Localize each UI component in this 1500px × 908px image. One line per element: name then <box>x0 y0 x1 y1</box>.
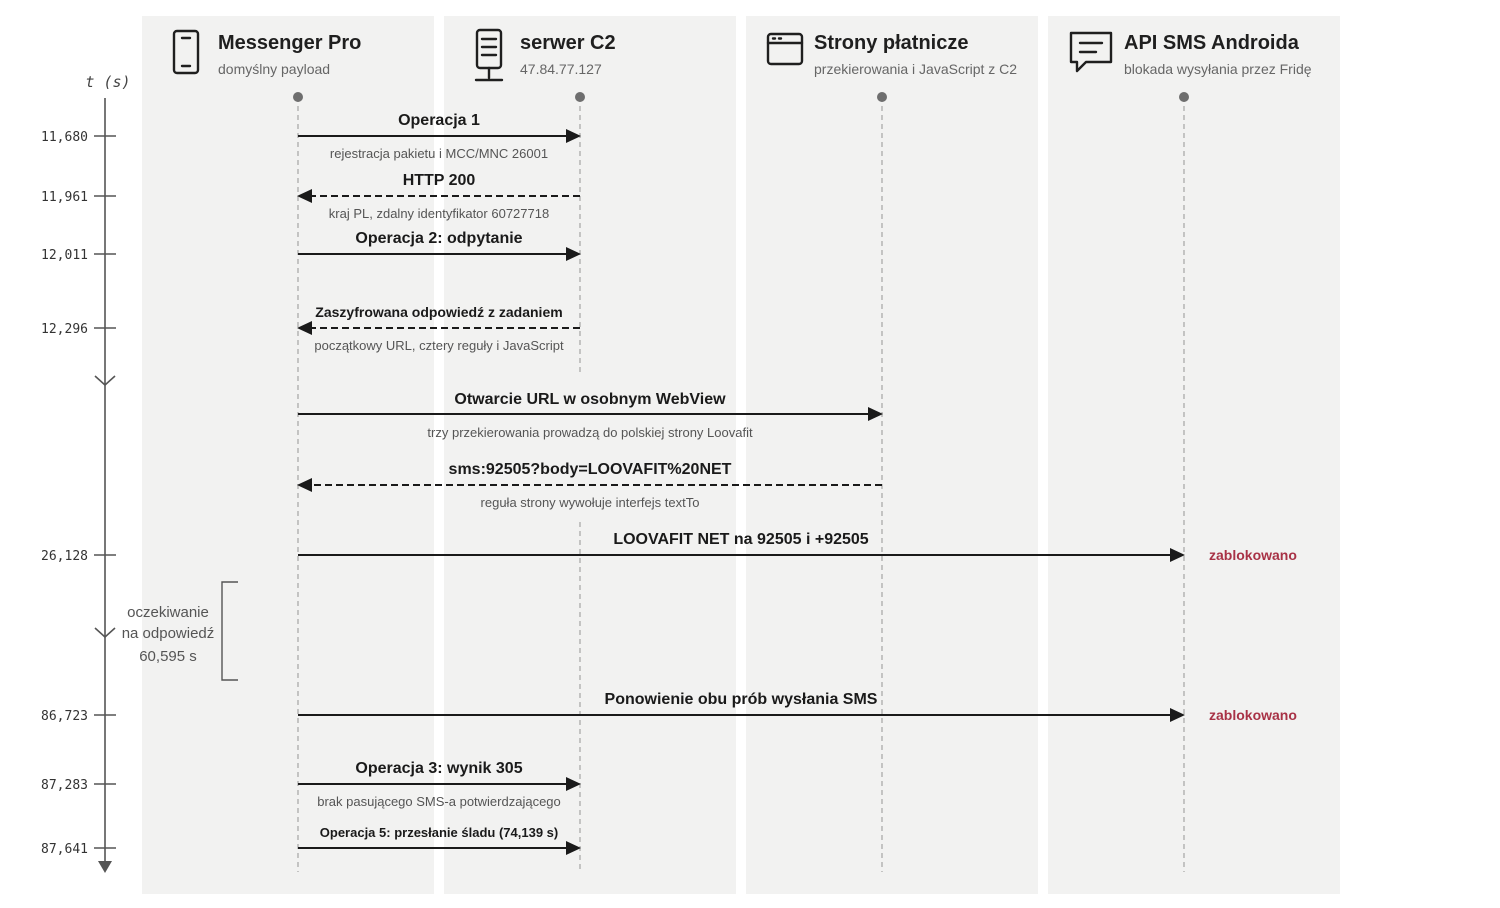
message-note: trzy przekierowania prowadzą do polskiej… <box>427 425 753 440</box>
participant-title-c2: serwer C2 <box>520 32 616 54</box>
message-arrow: LOOVAFIT NET na 92505 i +92505 zablokowan… <box>298 531 1297 563</box>
chat-bubble-icon <box>1069 31 1113 73</box>
message-arrow: Otwarcie URL w osobnym WebView trzy przek… <box>298 391 883 440</box>
message-arrow: HTTP 200 kraj PL, zdalny identyfikator 60… <box>297 172 580 221</box>
message-arrow: Operacja 1 rejestracja pakietu i MCC/MNC … <box>298 112 581 161</box>
phone-icon <box>172 29 200 75</box>
time-axis-tick-label: 86,723 <box>41 709 88 724</box>
message-arrow: Operacja 3: wynik 305 brak pasującego SMS… <box>298 760 581 809</box>
blocked-status-label: zablokowano <box>1209 707 1297 723</box>
lifeline-start-dot-app <box>293 92 303 102</box>
wait-label-line: na odpowiedź <box>122 625 215 642</box>
message-note: początkowy URL, cztery reguły i JavaScri… <box>314 338 564 353</box>
participant-title-app: Messenger Pro <box>218 32 361 54</box>
message-arrowhead <box>297 189 312 203</box>
blocked-status-label: zablokowano <box>1209 547 1297 563</box>
participant-title-pages: Strony płatnicze <box>814 32 968 54</box>
message-arrowhead <box>566 129 581 143</box>
participant-subtitle-c2: 47.84.77.127 <box>520 61 602 77</box>
time-axis-ticks: 11,680 11,961 12,011 12,296 26,128 86,723 87,2… <box>41 130 116 857</box>
message-arrowhead <box>1170 708 1185 722</box>
time-axis-title: t (s) <box>85 73 130 91</box>
participant-title-sms: API SMS Androida <box>1124 32 1300 54</box>
time-axis-tick-label: 11,680 <box>41 130 88 145</box>
wait-duration-label: 60,595 s <box>139 648 197 665</box>
message-arrowhead <box>297 478 312 492</box>
message-label: Ponowienie obu prób wysłania SMS <box>605 691 878 708</box>
time-axis-tick-label: 87,283 <box>41 778 88 793</box>
message-arrow: sms:92505?body=LOOVAFIT%20NET reguła stro… <box>297 461 882 510</box>
message-label: Zaszyfrowana odpowiedź z zadaniem <box>315 304 562 320</box>
message-label: Operacja 1 <box>398 112 480 129</box>
message-arrowhead <box>566 247 581 261</box>
time-axis-break-marker <box>94 375 116 387</box>
message-arrowhead <box>297 321 312 335</box>
lane-background-pages <box>746 16 1038 894</box>
message-note: brak pasującego SMS-a potwierdzającego <box>317 794 561 809</box>
message-arrow: Operacja 2: odpytanie <box>298 230 581 261</box>
lane-background-sms <box>1048 16 1340 894</box>
participant-subtitle-pages: przekierowania i JavaScript z C2 <box>814 61 1017 77</box>
wait-bracket <box>221 581 238 681</box>
message-label: HTTP 200 <box>403 172 476 189</box>
message-label: sms:92505?body=LOOVAFIT%20NET <box>449 461 732 478</box>
lifeline-start-dot-sms <box>1179 92 1189 102</box>
message-arrowhead <box>868 407 883 421</box>
messages: Operacja 1 rejestracja pakietu i MCC/MNC … <box>297 112 1297 855</box>
message-label: Operacja 3: wynik 305 <box>355 760 522 777</box>
participant-subtitle-app: domyślny payload <box>218 61 330 77</box>
server-icon <box>474 28 504 82</box>
wait-label-line: oczekiwanie <box>127 604 209 621</box>
time-axis-tick-label: 12,296 <box>41 322 88 337</box>
message-arrowhead <box>566 777 581 791</box>
message-note: rejestracja pakietu i MCC/MNC 26001 <box>330 146 548 161</box>
lifeline-start-dot-c2 <box>575 92 585 102</box>
browser-window-icon <box>766 32 804 66</box>
time-axis-tick-label: 26,128 <box>41 549 88 564</box>
message-note: reguła strony wywołuje interfejs textTo <box>481 495 700 510</box>
lane-background-app <box>142 16 434 894</box>
lane-background-c2 <box>444 16 736 894</box>
time-axis-break-marker <box>94 627 116 639</box>
message-label: Operacja 5: przesłanie śladu (74,139 s) <box>320 825 558 840</box>
time-axis-tick-label: 12,011 <box>41 248 88 263</box>
message-label: Otwarcie URL w osobnym WebView <box>454 391 726 408</box>
participant-subtitle-sms: blokada wysyłania przez Fridę <box>1124 61 1312 77</box>
time-axis-tick-label: 11,961 <box>41 190 88 205</box>
message-note: kraj PL, zdalny identyfikator 60727718 <box>329 206 549 221</box>
message-arrowhead <box>566 841 581 855</box>
message-label: LOOVAFIT NET na 92505 i +92505 <box>613 531 868 548</box>
message-arrowhead <box>1170 548 1185 562</box>
lifeline-start-dot-pages <box>877 92 887 102</box>
message-label: Operacja 2: odpytanie <box>355 230 522 247</box>
message-arrow: Operacja 5: przesłanie śladu (74,139 s) <box>298 825 581 855</box>
time-axis-arrowhead <box>98 861 112 873</box>
message-arrow: Ponowienie obu prób wysłania SMS zablokow… <box>298 691 1297 723</box>
message-arrow: Zaszyfrowana odpowiedź z zadaniem początk… <box>297 304 580 353</box>
time-axis-tick-label: 87,641 <box>41 842 88 857</box>
